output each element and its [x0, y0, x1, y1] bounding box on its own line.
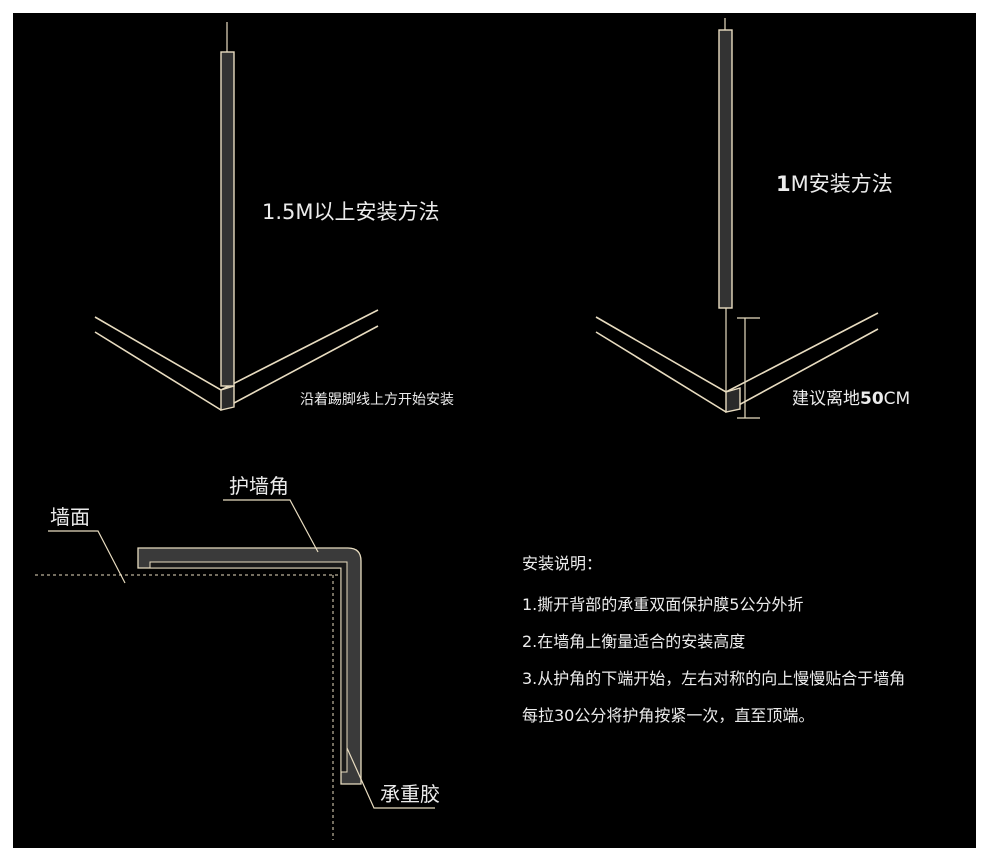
left-note: 沿着踢脚线上方开始安装 — [300, 392, 454, 408]
right-title-number: 1 — [776, 172, 791, 196]
wall-label: 墙面 — [50, 505, 90, 529]
height-label-unit: CM — [884, 389, 911, 409]
right-corner-guard — [718, 29, 733, 309]
glue-leader — [346, 747, 435, 809]
corner-guard — [220, 51, 235, 387]
right-title: 1M安装方法 — [776, 172, 893, 196]
adhesive-strip — [149, 561, 348, 773]
height-label-value: 50 — [860, 389, 884, 409]
right-panel: 1M安装方法 建议离地50CM — [595, 18, 910, 419]
guard-label: 护墙角 — [229, 474, 289, 498]
instructions: 安装说明： 1.撕开背部的承重双面保护膜5公分外折 2.在墙角上衡量适合的安装高… — [522, 554, 905, 725]
instruction-step: 2.在墙角上衡量适合的安装高度 — [522, 632, 745, 651]
height-label-prefix: 建议离地 — [792, 389, 860, 409]
baseboard — [220, 385, 235, 411]
diagram-background — [13, 13, 976, 848]
glue-label: 承重胶 — [380, 782, 440, 806]
cross-section: 墙面 护墙角 承重胶 — [35, 474, 440, 840]
left-title: 1.5M以上安装方法 — [262, 200, 440, 224]
instruction-step: 1.撕开背部的承重双面保护膜5公分外折 — [522, 595, 803, 614]
right-baseboard — [725, 387, 741, 413]
instruction-step: 每拉30公分将护角按紧一次，直至顶端。 — [522, 706, 814, 725]
guard-leader — [223, 499, 319, 553]
wall-leader — [48, 530, 126, 584]
instructions-heading: 安装说明： — [522, 554, 602, 573]
left-panel: 1.5M以上安装方法 沿着踢脚线上方开始安装 — [94, 22, 454, 411]
right-title-text: M安装方法 — [791, 172, 893, 196]
instruction-step: 3.从护角的下端开始，左右对称的向上慢慢贴合于墙角 — [522, 669, 905, 688]
height-label: 建议离地50CM — [792, 389, 910, 409]
